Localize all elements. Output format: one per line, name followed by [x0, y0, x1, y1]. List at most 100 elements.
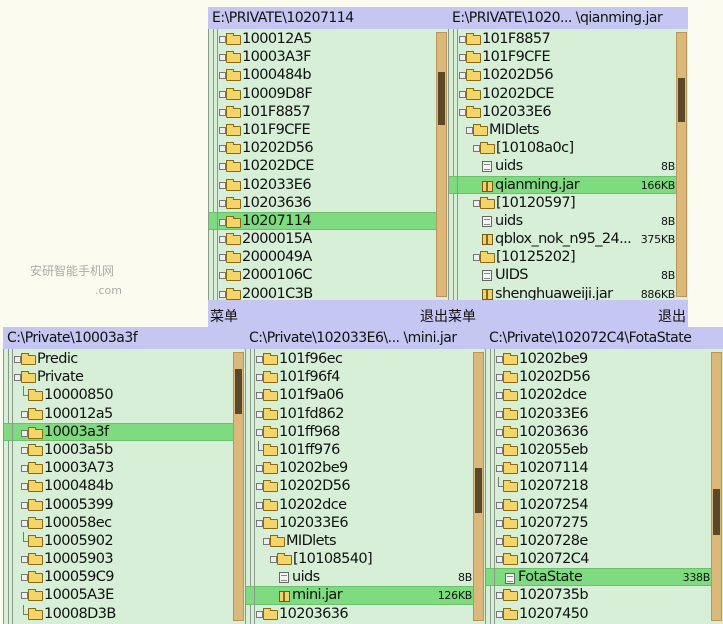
menu-softkey[interactable]: 菜单: [210, 309, 238, 325]
scrollbar[interactable]: [676, 32, 687, 297]
tree-row[interactable]: 1000484b: [4, 477, 233, 495]
tree-row[interactable]: 101F8857: [209, 103, 436, 121]
expand-icon[interactable]: [256, 410, 263, 418]
tree-row[interactable]: 10202be9: [246, 459, 473, 477]
expand-icon[interactable]: [496, 392, 503, 400]
tree-row[interactable]: MIDlets: [449, 121, 676, 139]
tree-row-selected[interactable]: 10003a3f: [4, 422, 233, 441]
tree-row[interactable]: 20001C3B: [209, 285, 436, 300]
tree-row[interactable]: 10005399: [4, 496, 233, 514]
tree-row[interactable]: 10207218: [486, 477, 711, 495]
collapse-icon[interactable]: [459, 108, 466, 116]
tree-row-selected[interactable]: 10207114: [209, 211, 436, 231]
tree-row[interactable]: 10203636: [209, 194, 436, 212]
collapse-icon[interactable]: [263, 537, 270, 545]
expand-icon[interactable]: [256, 610, 263, 618]
tree-row[interactable]: 102072C4: [486, 550, 711, 568]
tree-row[interactable]: 10003A3F: [209, 48, 436, 66]
tree-row[interactable]: 10005A3E: [4, 586, 233, 604]
tree-row[interactable]: 102033E6: [209, 176, 436, 194]
expand-icon[interactable]: [496, 610, 503, 618]
scrollbar-thumb[interactable]: [475, 467, 482, 514]
collapse-icon[interactable]: [256, 519, 263, 527]
scrollbar-thumb[interactable]: [438, 72, 445, 126]
expand-icon[interactable]: [21, 483, 28, 491]
tree-row[interactable]: 2000106C: [209, 266, 436, 284]
expand-icon[interactable]: [219, 218, 226, 226]
expand-icon[interactable]: [496, 374, 503, 382]
expand-icon[interactable]: [21, 519, 28, 527]
tree-row[interactable]: 101F8857: [449, 30, 676, 48]
expand-icon[interactable]: [496, 537, 503, 545]
tree-row[interactable]: 100012a5: [4, 405, 233, 423]
expand-icon[interactable]: [459, 54, 466, 62]
scrollbar-thumb[interactable]: [235, 369, 242, 415]
tree-row[interactable]: 101f9a06: [246, 386, 473, 404]
tree-row[interactable]: 101fd862: [246, 405, 473, 423]
tree-row[interactable]: 10202D56: [246, 477, 473, 495]
tree-row[interactable]: Predic: [4, 350, 233, 368]
collapse-icon[interactable]: [466, 126, 473, 134]
tree-row[interactable]: 10005903: [4, 550, 233, 568]
expand-icon[interactable]: [256, 483, 263, 491]
expand-icon[interactable]: [496, 501, 503, 509]
tree-row[interactable]: 10202D56: [486, 368, 711, 386]
tree-row[interactable]: 100059C9: [4, 568, 233, 586]
tree-row[interactable]: 10003A73: [4, 459, 233, 477]
scrollbar[interactable]: [711, 352, 722, 621]
expand-icon[interactable]: [496, 428, 503, 436]
expand-icon[interactable]: [21, 446, 28, 454]
tree-row[interactable]: 10000850: [4, 386, 233, 404]
tree-row[interactable]: 101ff976: [246, 440, 473, 459]
tree-row[interactable]: [10108540]: [246, 550, 473, 568]
tree-row[interactable]: 10202DCE: [209, 157, 436, 175]
expand-icon[interactable]: [14, 356, 21, 363]
tree-row[interactable]: 10202D56: [449, 66, 676, 84]
expand-icon[interactable]: [256, 465, 263, 473]
tree-row[interactable]: 100058ec: [4, 514, 233, 532]
tree-row[interactable]: 101F9CFE: [449, 48, 676, 66]
expand-icon[interactable]: [459, 72, 466, 80]
expand-icon[interactable]: [21, 501, 28, 509]
tree-row[interactable]: 10207114: [486, 459, 711, 477]
expand-icon[interactable]: [21, 592, 28, 600]
collapse-icon[interactable]: [270, 556, 277, 564]
scrollbar[interactable]: [436, 32, 447, 297]
collapse-icon[interactable]: [496, 556, 503, 564]
expand-icon[interactable]: [21, 410, 28, 418]
exit-menu-softkey[interactable]: 退出菜单: [420, 309, 476, 325]
tree-row[interactable]: 10202dce: [246, 496, 473, 514]
tree-row[interactable]: 2000049A: [209, 248, 436, 266]
tree-row[interactable]: [10125202]: [449, 248, 676, 266]
collapse-icon[interactable]: [473, 145, 480, 153]
expand-icon[interactable]: [21, 429, 28, 437]
exit-softkey[interactable]: 退出: [658, 309, 686, 325]
expand-icon[interactable]: [21, 465, 28, 473]
tree-row[interactable]: 101f96ec: [246, 350, 473, 368]
expand-icon[interactable]: [496, 356, 503, 363]
tree-row[interactable]: 102033E6: [246, 514, 473, 532]
expand-icon[interactable]: [219, 90, 226, 98]
tree-row[interactable]: 10005902: [4, 531, 233, 550]
collapse-icon[interactable]: [14, 374, 21, 382]
expand-icon[interactable]: [496, 592, 503, 600]
tree-row[interactable]: 1020728e: [486, 532, 711, 550]
expand-icon[interactable]: [219, 163, 226, 171]
tree-row[interactable]: 1000484b: [209, 66, 436, 84]
scrollbar-thumb[interactable]: [678, 77, 685, 123]
scrollbar-thumb[interactable]: [713, 489, 720, 535]
expand-icon[interactable]: [219, 145, 226, 153]
scrollbar[interactable]: [473, 352, 484, 621]
tree-row[interactable]: 10009D8F: [209, 85, 436, 103]
expand-icon[interactable]: [219, 290, 226, 298]
tree-row[interactable]: 10202DCE: [449, 85, 676, 103]
tree-row[interactable]: 101ff968: [246, 423, 473, 441]
tree-row[interactable]: 10202D56: [209, 139, 436, 157]
tree-row[interactable]: 10202dce: [486, 386, 711, 404]
collapse-icon[interactable]: [473, 199, 480, 207]
